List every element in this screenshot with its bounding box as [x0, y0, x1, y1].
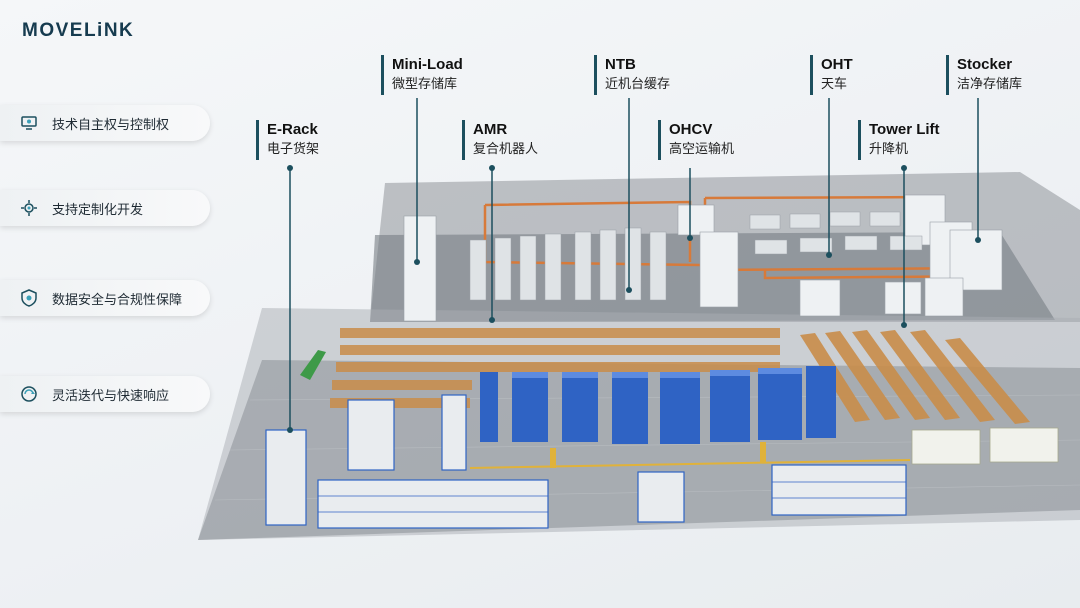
label-en: NTB [605, 56, 636, 73]
feature-pill-iteration: 灵活迭代与快速响应 [0, 376, 210, 412]
label-cn: 近机台缓存 [605, 77, 671, 92]
label-cn: 高空运输机 [669, 142, 735, 157]
shield-icon [21, 289, 37, 307]
label-en: Stocker [957, 56, 1013, 73]
label-cn: 复合机器人 [473, 142, 539, 157]
feature-label: 数据安全与合规性保障 [52, 292, 183, 308]
label-stocker: Stocker 洁净存储库 [946, 55, 1022, 95]
label-cn: 电子货架 [267, 142, 320, 157]
label-en: E-Rack [267, 121, 318, 138]
monitor-settings-icon [21, 116, 37, 130]
brand-logo: MOVELiNK [22, 20, 135, 41]
label-e-rack: E-Rack 电子货架 [256, 120, 319, 160]
label-cn: 升降机 [869, 142, 909, 157]
label-ntb: NTB 近机台缓存 [594, 55, 670, 95]
label-mini-load: Mini-Load 微型存储库 [381, 55, 463, 95]
feature-label: 灵活迭代与快速响应 [52, 388, 170, 404]
label-en: OHT [821, 56, 853, 73]
label-cn: 天车 [821, 77, 848, 92]
label-en: Mini-Load [392, 56, 463, 73]
label-en: AMR [473, 121, 508, 138]
label-oht: OHT 天车 [810, 55, 853, 95]
label-amr: AMR 复合机器人 [462, 120, 538, 160]
feature-label: 支持定制化开发 [52, 202, 144, 218]
label-en: OHCV [669, 121, 713, 138]
label-cn: 微型存储库 [392, 77, 458, 92]
feature-label: 技术自主权与控制权 [52, 117, 170, 133]
label-en: Tower Lift [869, 121, 940, 138]
label-tower-lift: Tower Lift 升降机 [858, 120, 940, 160]
feature-pill-autonomy: 技术自主权与控制权 [0, 105, 210, 141]
cycle-icon [21, 386, 37, 402]
feature-pill-customization: 支持定制化开发 [0, 190, 210, 226]
feature-pill-security: 数据安全与合规性保障 [0, 280, 210, 316]
gear-icon [21, 200, 37, 216]
label-cn: 洁净存储库 [957, 77, 1023, 92]
label-ohcv: OHCV 高空运输机 [658, 120, 734, 160]
